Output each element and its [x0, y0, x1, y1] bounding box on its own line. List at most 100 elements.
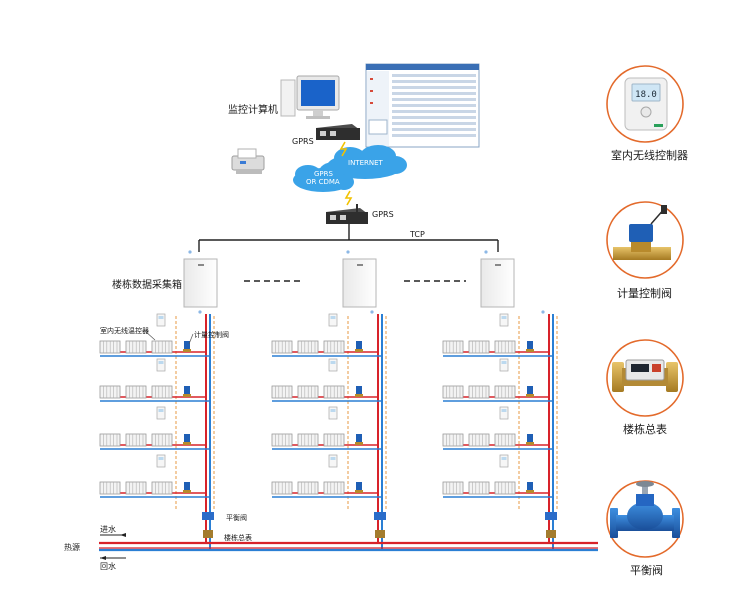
tcp-network-lines: [198, 224, 499, 252]
branch-valve-body: [526, 442, 534, 445]
branch-valve-body: [526, 490, 534, 493]
legend-panel: 18.0: [606, 65, 684, 558]
branch-control-valve-icon: [184, 341, 190, 349]
room-thermostat-icon: [499, 454, 509, 468]
monitor-computer-label: 监控计算机: [228, 105, 278, 116]
branch-control-valve-icon: [356, 386, 362, 394]
branch-control-valve-icon: [527, 386, 533, 394]
gprs-modem-top-icon: [316, 124, 360, 140]
building-data-collector-icon: [342, 250, 377, 308]
legend-caption-heat-meter: 楼栋总表: [623, 423, 667, 436]
room-thermostat-screen: [330, 457, 336, 460]
branch-valve-body: [526, 394, 534, 397]
riser-meter-icon: [546, 530, 556, 538]
room-thermostat-screen: [158, 409, 164, 412]
balance-valve-icon: [610, 481, 680, 538]
room-thermostat-icon: [328, 406, 338, 420]
svg-text:18.0: 18.0: [635, 90, 657, 100]
wireless-link-icon: [339, 141, 348, 157]
wireless-signal-icon: [541, 310, 545, 314]
branch-control-valve-icon: [356, 341, 362, 349]
room-thermostat-icon: [499, 358, 509, 372]
software-screenshot-icon: [365, 63, 480, 148]
heat-source-label: 热源: [64, 543, 80, 552]
room-thermostat-screen: [330, 409, 336, 412]
legend-item-balance-valve: [606, 480, 684, 558]
gprs-top-label: GPRS: [292, 137, 314, 146]
room-thermostat-screen: [158, 361, 164, 364]
gprs-cdma-label-line2: OR CDMA: [306, 178, 340, 186]
internet-label: INTERNET: [348, 159, 383, 167]
gprs-cdma-cloud-icon: [293, 162, 354, 192]
heat-meter-icon: [612, 359, 678, 392]
building-collector-label: 楼栋数据采集箱: [112, 280, 182, 291]
branch-valve-body: [183, 394, 191, 397]
branch-valve-body: [183, 490, 191, 493]
branch-valve-body: [355, 490, 363, 493]
computer-tower-icon: [280, 79, 296, 117]
wireless-signal-icon: [370, 310, 374, 314]
legend-item-control-valve: [606, 201, 684, 279]
riser-balance-valve-icon: [202, 512, 214, 520]
room-thermostat-icon: [328, 358, 338, 372]
branch-valve-body: [355, 349, 363, 352]
wireless-link-icon: [344, 190, 353, 206]
room-thermostat-screen: [501, 457, 507, 460]
monitor-computer-group: [280, 75, 340, 119]
gprs-modem-mid-icon: [326, 204, 368, 224]
inlet-water-label: 进水: [100, 525, 116, 534]
room-thermostat-screen: [330, 361, 336, 364]
branch-control-valve-icon: [356, 434, 362, 442]
branch-control-valve-icon: [184, 434, 190, 442]
wireless-signal-icon: [198, 310, 202, 314]
branch-control-valve-icon: [184, 482, 190, 490]
branch-control-valve-icon: [527, 482, 533, 490]
building-data-collector-icon: [183, 250, 218, 308]
riser-meter-icon: [203, 530, 213, 538]
main-pipes: [99, 533, 598, 560]
tcp-label: TCP: [410, 230, 425, 239]
riser-meter-icon: [375, 530, 385, 538]
internet-cloud-icon: [327, 145, 407, 179]
riser-balance-valve-icon: [545, 512, 557, 520]
branch-valve-body: [526, 349, 534, 352]
metering-valve-label: 计量控制阀: [194, 331, 229, 339]
branch-valve-body: [355, 394, 363, 397]
legend-item-heat-meter: [606, 339, 684, 417]
control-valve-icon: [613, 205, 671, 260]
printer-icon: [231, 148, 265, 174]
branch-valve-body: [183, 349, 191, 352]
branch-control-valve-icon: [356, 482, 362, 490]
room-thermostat-icon: [328, 313, 338, 327]
room-thermostat-screen: [501, 361, 507, 364]
branch-control-valve-icon: [184, 386, 190, 394]
building-meter-label: 楼栋总表: [224, 534, 252, 542]
room-thermostat-icon: [156, 406, 166, 420]
room-thermostat-screen: [501, 316, 507, 319]
room-wireless-temp-label: 室内无线温控器: [100, 327, 149, 335]
branch-control-valve-icon: [527, 434, 533, 442]
room-thermostat-screen: [501, 409, 507, 412]
gprs-cdma-label-line1: GPRS: [314, 170, 333, 178]
branch-valve-body: [183, 442, 191, 445]
thermostat-icon: 18.0: [624, 77, 668, 131]
legend-caption-control-valve: 计量控制阀: [617, 287, 672, 300]
room-thermostat-icon: [156, 454, 166, 468]
branch-control-valve-icon: [527, 341, 533, 349]
branch-valve-body: [355, 442, 363, 445]
legend-item-thermostat: 18.0: [606, 65, 684, 143]
building-data-collector-icon: [480, 250, 515, 308]
room-thermostat-screen: [158, 457, 164, 460]
room-thermostat-icon: [328, 454, 338, 468]
return-water-label: 回水: [100, 562, 116, 571]
legend-caption-thermostat: 室内无线控制器: [611, 149, 688, 162]
buildings-group: [99, 310, 558, 550]
room-thermostat-icon: [156, 358, 166, 372]
room-thermostat-icon: [499, 406, 509, 420]
room-thermostat-icon: [499, 313, 509, 327]
room-thermostat-screen: [330, 316, 336, 319]
room-thermostat-icon: [156, 313, 166, 327]
legend-caption-balance-valve: 平衡阀: [630, 564, 663, 577]
